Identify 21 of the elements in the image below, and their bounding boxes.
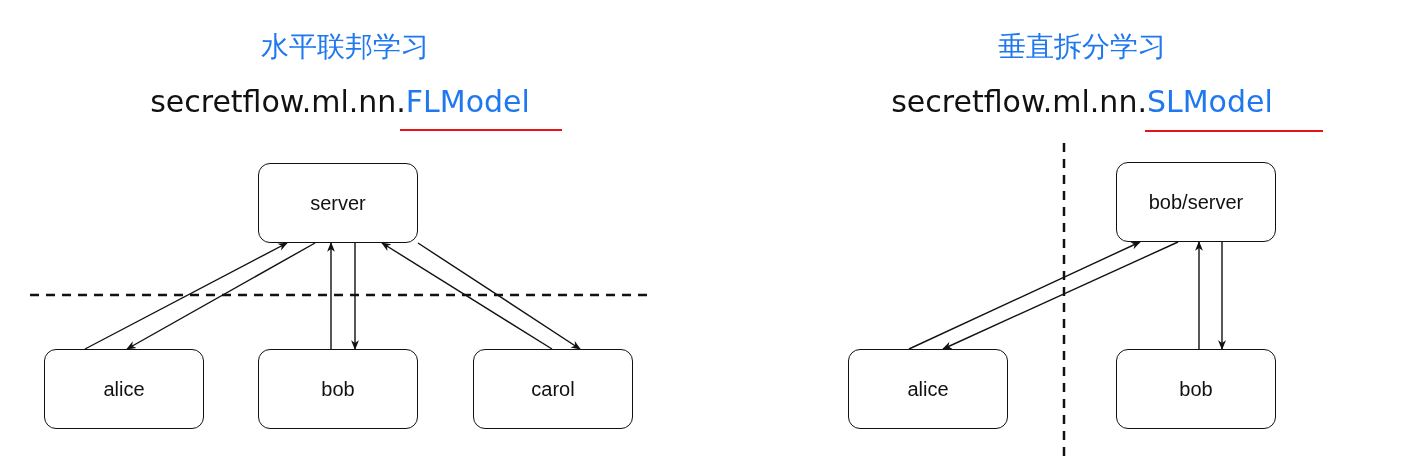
arrow bbox=[1195, 241, 1203, 350]
process-box: alice bbox=[44, 349, 204, 429]
arrow bbox=[417, 242, 581, 350]
code-path: secretflow.ml.nn.SLModel bbox=[891, 84, 1273, 119]
section-heading: 垂直拆分学习 bbox=[998, 30, 1166, 64]
code-path: secretflow.ml.nn.FLModel bbox=[150, 84, 530, 119]
arrow bbox=[381, 242, 553, 350]
process-box: bob bbox=[1116, 349, 1276, 429]
process-box: alice bbox=[848, 349, 1008, 429]
process-box: bob bbox=[258, 349, 418, 429]
arrow bbox=[1218, 241, 1226, 350]
process-box: server bbox=[258, 163, 418, 243]
process-box: bob/server bbox=[1116, 162, 1276, 242]
arrow bbox=[942, 241, 1179, 350]
arrow bbox=[908, 241, 1141, 350]
arrow bbox=[126, 242, 316, 350]
section-heading: 水平联邦学习 bbox=[261, 30, 429, 64]
arrow bbox=[351, 242, 359, 350]
arrow bbox=[327, 242, 335, 350]
arrow bbox=[84, 242, 288, 350]
process-box: carol bbox=[473, 349, 633, 429]
